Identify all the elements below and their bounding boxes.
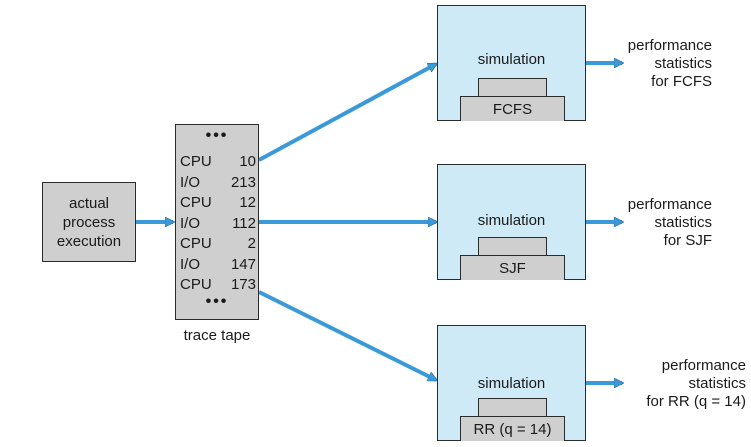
- trace-tape-dots-top: •••: [205, 127, 229, 144]
- trace-op: I/O: [180, 255, 201, 273]
- trace-tape-caption: trace tape: [183, 327, 251, 344]
- actual-process-execution-box: actual process execution: [42, 182, 136, 262]
- trace-row: I/O 112: [180, 214, 256, 235]
- simulation-label: simulation: [477, 51, 546, 68]
- simulation-sjf-box: simulation SJF: [437, 164, 586, 280]
- simulation-rr-box: simulation RR (q = 14): [437, 325, 586, 441]
- trace-op: CPU: [180, 194, 212, 211]
- trace-row: CPU 12: [180, 193, 256, 214]
- performance-statistics-rr: performance statistics for RR (q = 14): [646, 357, 746, 410]
- fcfs-step-upper: [478, 78, 547, 98]
- actual-process-execution-label: actual process execution: [56, 194, 122, 250]
- fcfs-step-lower: FCFS: [460, 96, 565, 121]
- trace-tape-rows: CPU 10 I/O 213 CPU 12 I/O 112 CPU 2 I/O 147 CP…: [180, 152, 256, 296]
- trace-row: I/O 147: [180, 255, 256, 276]
- trace-op: CPU: [180, 276, 212, 293]
- simulation-label: simulation: [477, 375, 546, 392]
- trace-value: 213: [230, 173, 256, 191]
- arrow-tape-to-rr: [258, 290, 436, 382]
- trace-op: I/O: [180, 214, 201, 232]
- trace-value: 173: [230, 276, 256, 293]
- trace-tape-dots-bottom: •••: [205, 293, 229, 310]
- sjf-step-lower: SJF: [460, 255, 565, 280]
- trace-value: 147: [230, 255, 256, 273]
- performance-statistics-fcfs: performance statistics for FCFS: [627, 37, 712, 90]
- trace-op: I/O: [180, 173, 201, 191]
- trace-tape-box: ••• CPU 10 I/O 213 CPU 12 I/O 112 CPU 2 I/O 14…: [175, 124, 259, 320]
- trace-row: CPU 10: [180, 152, 256, 173]
- arrow-tape-to-fcfs: [258, 62, 436, 162]
- trace-op: CPU: [180, 153, 212, 170]
- rr-step-upper: [478, 398, 547, 418]
- trace-value: 112: [232, 214, 256, 232]
- algorithm-label-rr: RR (q = 14): [473, 421, 552, 438]
- performance-statistics-sjf: performance statistics for SJF: [627, 196, 712, 249]
- trace-value: 12: [239, 194, 256, 211]
- trace-op: CPU: [180, 235, 212, 252]
- algorithm-label-sjf: SJF: [499, 260, 526, 277]
- trace-value: 10: [239, 153, 256, 170]
- simulation-label: simulation: [477, 212, 546, 229]
- rr-step-lower: RR (q = 14): [460, 416, 565, 441]
- algorithm-label-fcfs: FCFS: [492, 101, 533, 118]
- trace-row: CPU 173: [180, 275, 256, 296]
- sjf-step-upper: [478, 237, 547, 257]
- trace-value: 2: [247, 235, 256, 252]
- trace-row: I/O 213: [180, 173, 256, 194]
- simulation-fcfs-box: simulation FCFS: [437, 5, 586, 121]
- trace-row: CPU 2: [180, 234, 256, 255]
